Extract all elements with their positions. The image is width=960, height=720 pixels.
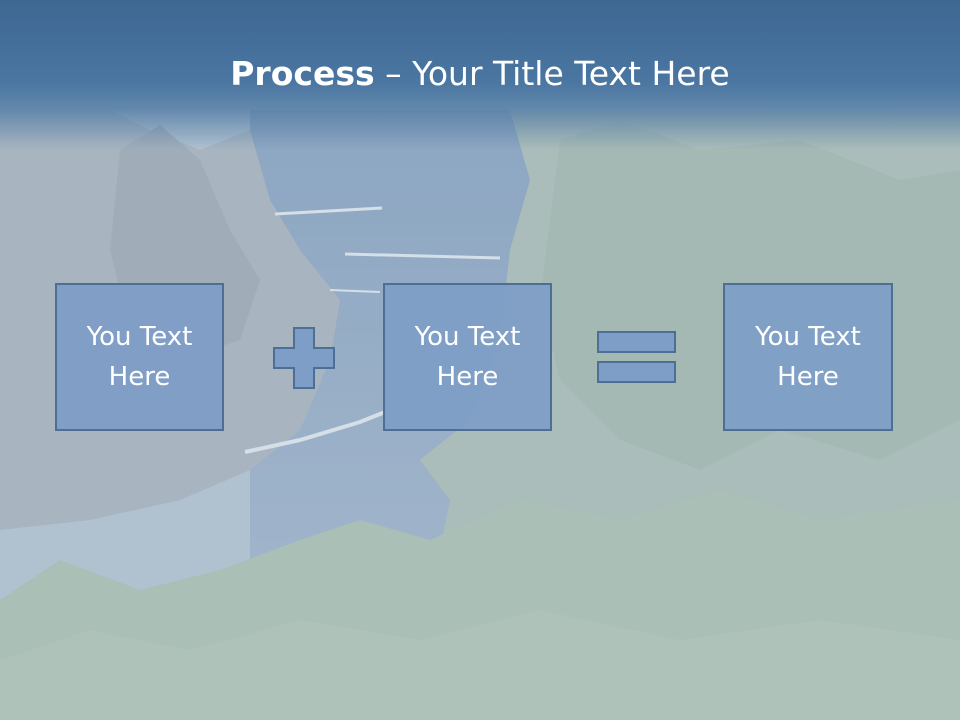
plus-icon xyxy=(273,327,335,389)
process-box-3-text: You Text Here xyxy=(755,322,861,392)
equals-icon xyxy=(597,331,676,383)
title-rest: – Your Title Text Here xyxy=(374,54,730,93)
process-box-2-text: You Text Here xyxy=(414,322,521,392)
process-box-2: You Text Here xyxy=(383,283,552,431)
process-box-1: You Text Here xyxy=(55,283,224,431)
title-bold: Process xyxy=(230,54,375,93)
process-box-3: You Text Here xyxy=(723,283,893,431)
process-box-1-text: You Text Here xyxy=(86,322,193,392)
slide-title: Process – Your Title Text Here xyxy=(0,52,960,96)
title-bar xyxy=(0,0,960,150)
